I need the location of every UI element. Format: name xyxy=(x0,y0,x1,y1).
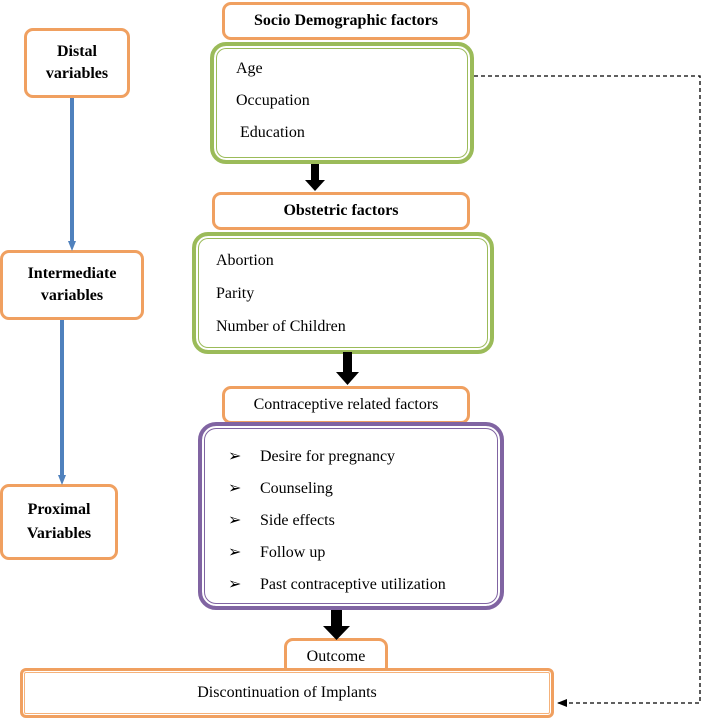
contraceptive-item-follow-up: ➢Follow up xyxy=(228,544,326,561)
bullet-arrow-icon: ➢ xyxy=(228,544,242,561)
outcome-label: Outcome xyxy=(306,648,366,665)
intermediate-variables-label: Intermediate variables xyxy=(27,265,117,304)
distal-variables-label: Distal variables xyxy=(45,43,109,82)
socio-demographic-title-box: Socio Demographic factors xyxy=(222,2,470,40)
bullet-arrow-icon: ➢ xyxy=(228,448,242,465)
socio-item-occupation: Occupation xyxy=(236,92,310,109)
contraceptive-title: Contraceptive related factors xyxy=(253,396,439,413)
socio-to-obstetric-arrow xyxy=(305,164,325,191)
socio-demographic-title: Socio Demographic factors xyxy=(254,12,438,29)
obstetric-title-box: Obstetric factors xyxy=(212,192,470,230)
contraceptive-item-desire: ➢Desire for pregnancy xyxy=(228,448,396,465)
outcome-result-box: Discontinuation of Implants xyxy=(20,668,554,718)
socio-demographic-box: Age Occupation Education xyxy=(210,42,474,164)
socio-item-education: Education xyxy=(240,124,305,141)
contraceptive-to-outcome-arrow xyxy=(323,610,350,640)
proximal-variables-box: Proximal Variables xyxy=(0,484,118,560)
obstetric-item-abortion: Abortion xyxy=(216,252,274,269)
obstetric-box: Abortion Parity Number of Children xyxy=(192,232,494,354)
bullet-arrow-icon: ➢ xyxy=(228,512,242,529)
socio-item-age: Age xyxy=(236,60,263,77)
outcome-result: Discontinuation of Implants xyxy=(197,684,377,701)
distal-variables-box: Distal variables xyxy=(24,28,130,98)
socio-to-outcome-dashed-arrow xyxy=(474,75,701,707)
intermediate-variables-box: Intermediate variables xyxy=(0,250,144,320)
bullet-arrow-icon: ➢ xyxy=(228,480,242,497)
obstetric-item-number-of-children: Number of Children xyxy=(216,318,346,335)
bullet-arrow-icon: ➢ xyxy=(228,576,242,593)
contraceptive-box: ➢Desire for pregnancy ➢Counseling ➢Side … xyxy=(198,422,504,610)
obstetric-title: Obstetric factors xyxy=(283,202,399,219)
contraceptive-item-side-effects: ➢Side effects xyxy=(228,512,335,529)
contraceptive-item-counseling: ➢Counseling xyxy=(228,480,333,497)
obstetric-item-parity: Parity xyxy=(216,285,255,302)
proximal-variables-label: Proximal Variables xyxy=(26,501,92,542)
contraceptive-item-past-utilization: ➢Past contraceptive utilization xyxy=(228,576,446,593)
obstetric-to-contraceptive-arrow xyxy=(336,352,359,385)
